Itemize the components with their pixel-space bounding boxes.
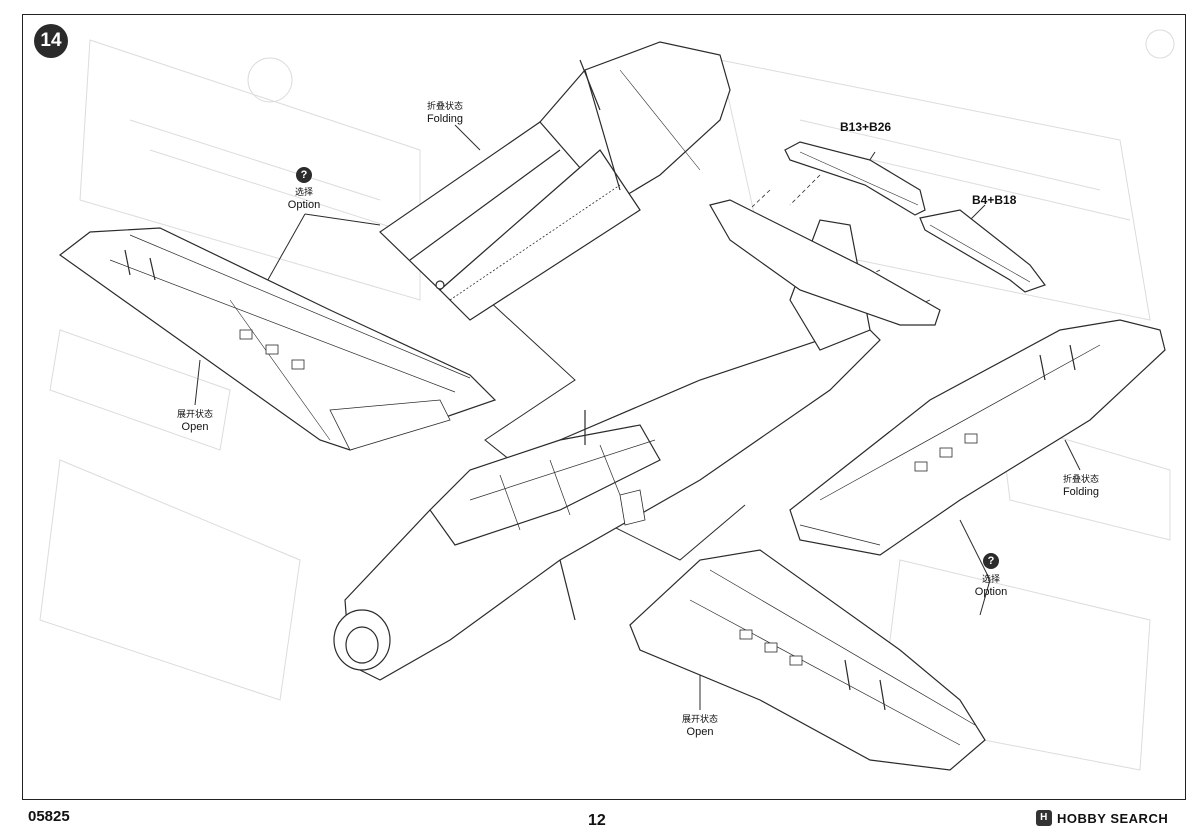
label-option-left-cn: 选择 [294, 187, 313, 197]
part-ref-elevator-right: B4+B18 [972, 193, 1017, 207]
wing-folded-right [789, 319, 1166, 556]
label-option-right-en: Option [974, 586, 1008, 598]
label-folding-top-en: Folding [426, 113, 464, 125]
brand-watermark: H HOBBY SEARCH [1036, 810, 1168, 826]
option-icon-left: ? [296, 167, 312, 183]
label-open-left: 展开状态 Open [165, 408, 225, 434]
elevator-left [784, 141, 926, 216]
wing-open-left [58, 227, 497, 451]
label-open-left-cn: 展开状态 [176, 409, 213, 419]
label-open-bottom-cn: 展开状态 [681, 714, 718, 724]
label-option-left-en: Option [287, 199, 321, 211]
elevator-right [919, 209, 1046, 293]
wing-open-bottom [629, 549, 986, 771]
label-option-right-cn: 选择 [981, 574, 1000, 584]
label-open-bottom: 展开状态 Open [670, 713, 730, 739]
brand-logo-icon: H [1036, 810, 1052, 826]
label-option-left: 选择 Option [274, 186, 334, 212]
label-option-right: 选择 Option [961, 573, 1021, 599]
part-ref-elevator-left: B13+B26 [840, 120, 892, 134]
wing-folded-top [379, 41, 731, 321]
label-open-bottom-en: Open [686, 726, 714, 738]
label-open-left-en: Open [181, 421, 209, 433]
label-folding-right-en: Folding [1062, 486, 1100, 498]
page-border [22, 14, 1186, 800]
product-code: 05825 [28, 808, 70, 825]
tail-stabilizer [709, 199, 941, 326]
label-folding-right-cn: 折叠状态 [1062, 474, 1099, 484]
label-folding-right: 折叠状态 Folding [1051, 473, 1111, 499]
label-folding-top: 折叠状态 Folding [415, 100, 475, 126]
step-number-badge: 14 [34, 24, 68, 58]
option-icon-right: ? [983, 553, 999, 569]
brand-name: HOBBY SEARCH [1057, 810, 1169, 826]
page-number: 12 [588, 812, 606, 829]
label-folding-top-cn: 折叠状态 [426, 101, 463, 111]
